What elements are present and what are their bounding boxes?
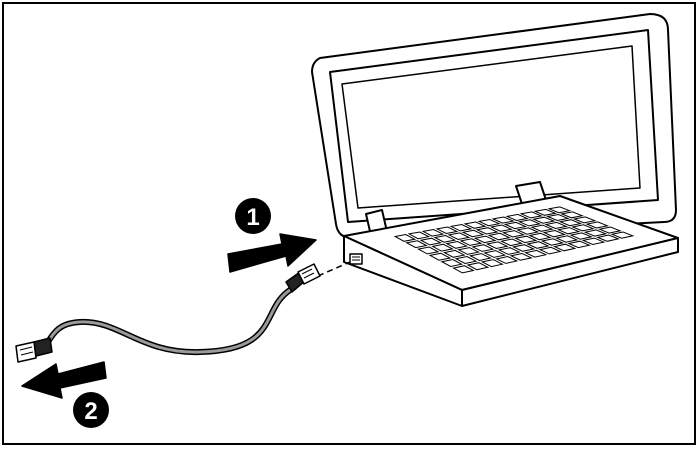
laptop-network-port bbox=[350, 254, 362, 264]
arrow-right-icon bbox=[228, 234, 316, 272]
callout-2-badge: 2 bbox=[73, 392, 109, 428]
rj45-connector-icon bbox=[286, 264, 320, 292]
rj45-connector-icon bbox=[16, 338, 52, 362]
callout-1-badge: 1 bbox=[235, 198, 271, 234]
callout-2-number: 2 bbox=[84, 398, 97, 425]
callout-1-number: 1 bbox=[246, 204, 259, 231]
